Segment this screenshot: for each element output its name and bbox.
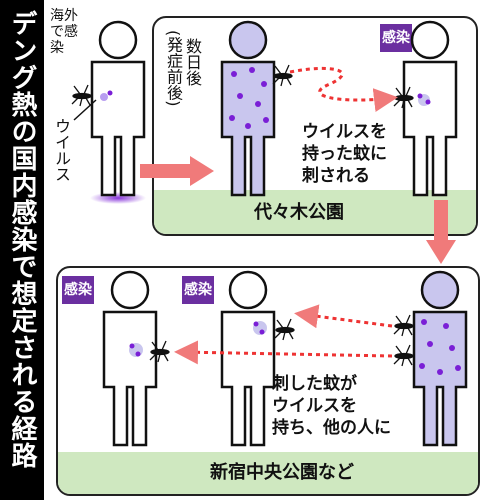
infected-badge-mid: 感染 — [182, 276, 214, 304]
bottom-panel-grass — [58, 452, 478, 494]
person-bottom-infected — [412, 270, 468, 447]
dotted-arrow-bottom-long — [174, 340, 393, 365]
days-note-sub: (発症前後) — [164, 30, 183, 107]
top-caption-2: 持った蚊に — [302, 144, 387, 164]
infected-badge-left: 感染 — [62, 276, 94, 304]
top-caption-3: 刺される — [302, 166, 370, 186]
flow-arrow-to-park — [140, 156, 214, 186]
bottom-caption-3: 持ち、他の人に — [272, 418, 391, 438]
flow-arrow-down — [426, 200, 456, 264]
virus-pointer — [73, 99, 97, 121]
top-park-label: 代々木公園 — [254, 202, 344, 223]
mosquito-icon — [71, 64, 414, 367]
person-bottom-mid — [220, 270, 276, 447]
dotted-arrow-bottom-short — [294, 304, 393, 329]
traveler-note: 海外で感染 — [50, 8, 78, 56]
bottom-caption-1: 刺した蚊が — [272, 374, 357, 394]
person-top-infected — [220, 20, 276, 197]
person-traveler — [90, 20, 146, 204]
top-panel-grass — [154, 190, 476, 234]
infected-badge-top: 感染 — [380, 24, 412, 52]
dotted-arrow-top — [289, 66, 398, 112]
top-caption-1: ウイルスを — [302, 122, 387, 142]
person-top-bitten — [402, 20, 458, 197]
person-bottom-left — [102, 270, 158, 447]
diagram-title: デング熱の国内感染で想定される経路 — [7, 10, 37, 469]
virus-label: ウイルス — [52, 118, 71, 182]
days-note: 数日後 — [183, 38, 202, 86]
bottom-caption-2: ウイルスを — [272, 396, 357, 416]
title-bar: デング熱の国内感染で想定される経路 — [0, 0, 44, 500]
bottom-park-label: 新宿中央公園など — [210, 462, 354, 483]
